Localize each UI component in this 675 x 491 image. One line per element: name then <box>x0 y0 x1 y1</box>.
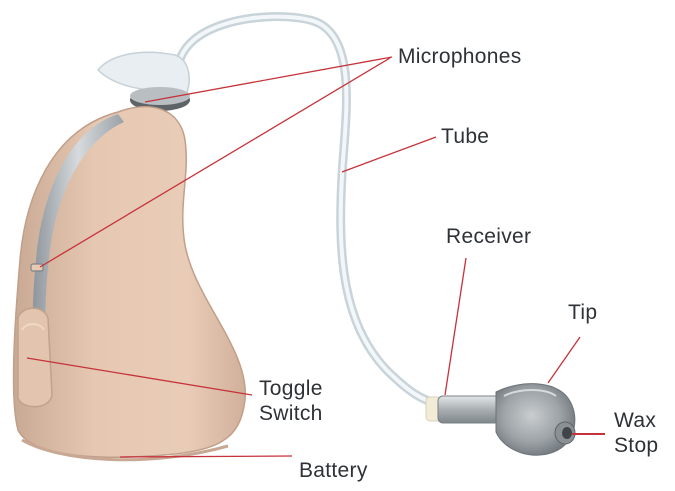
leader-line-tube <box>342 137 436 172</box>
microphone-port <box>31 264 43 271</box>
label-wax-stop: Wax Stop <box>614 408 658 458</box>
leader-line-tip <box>548 337 580 383</box>
receiver-shape <box>426 396 500 423</box>
label-tip: Tip <box>568 300 597 325</box>
dome-tip-shape <box>496 384 575 456</box>
hearing-aid-body <box>14 107 246 460</box>
label-toggle-switch: Toggle Switch <box>259 376 323 426</box>
label-toggle-switch-line2: Switch <box>259 401 323 426</box>
toggle-switch-shape <box>18 308 52 406</box>
label-wax-stop-line2: Stop <box>614 433 658 458</box>
label-toggle-switch-line1: Toggle <box>259 376 323 401</box>
label-tube: Tube <box>441 124 489 149</box>
label-battery: Battery <box>299 458 368 483</box>
label-wax-stop-line1: Wax <box>614 408 658 433</box>
label-microphones: Microphones <box>398 44 522 69</box>
label-receiver: Receiver <box>446 224 531 249</box>
leader-line-receiver <box>445 258 466 395</box>
